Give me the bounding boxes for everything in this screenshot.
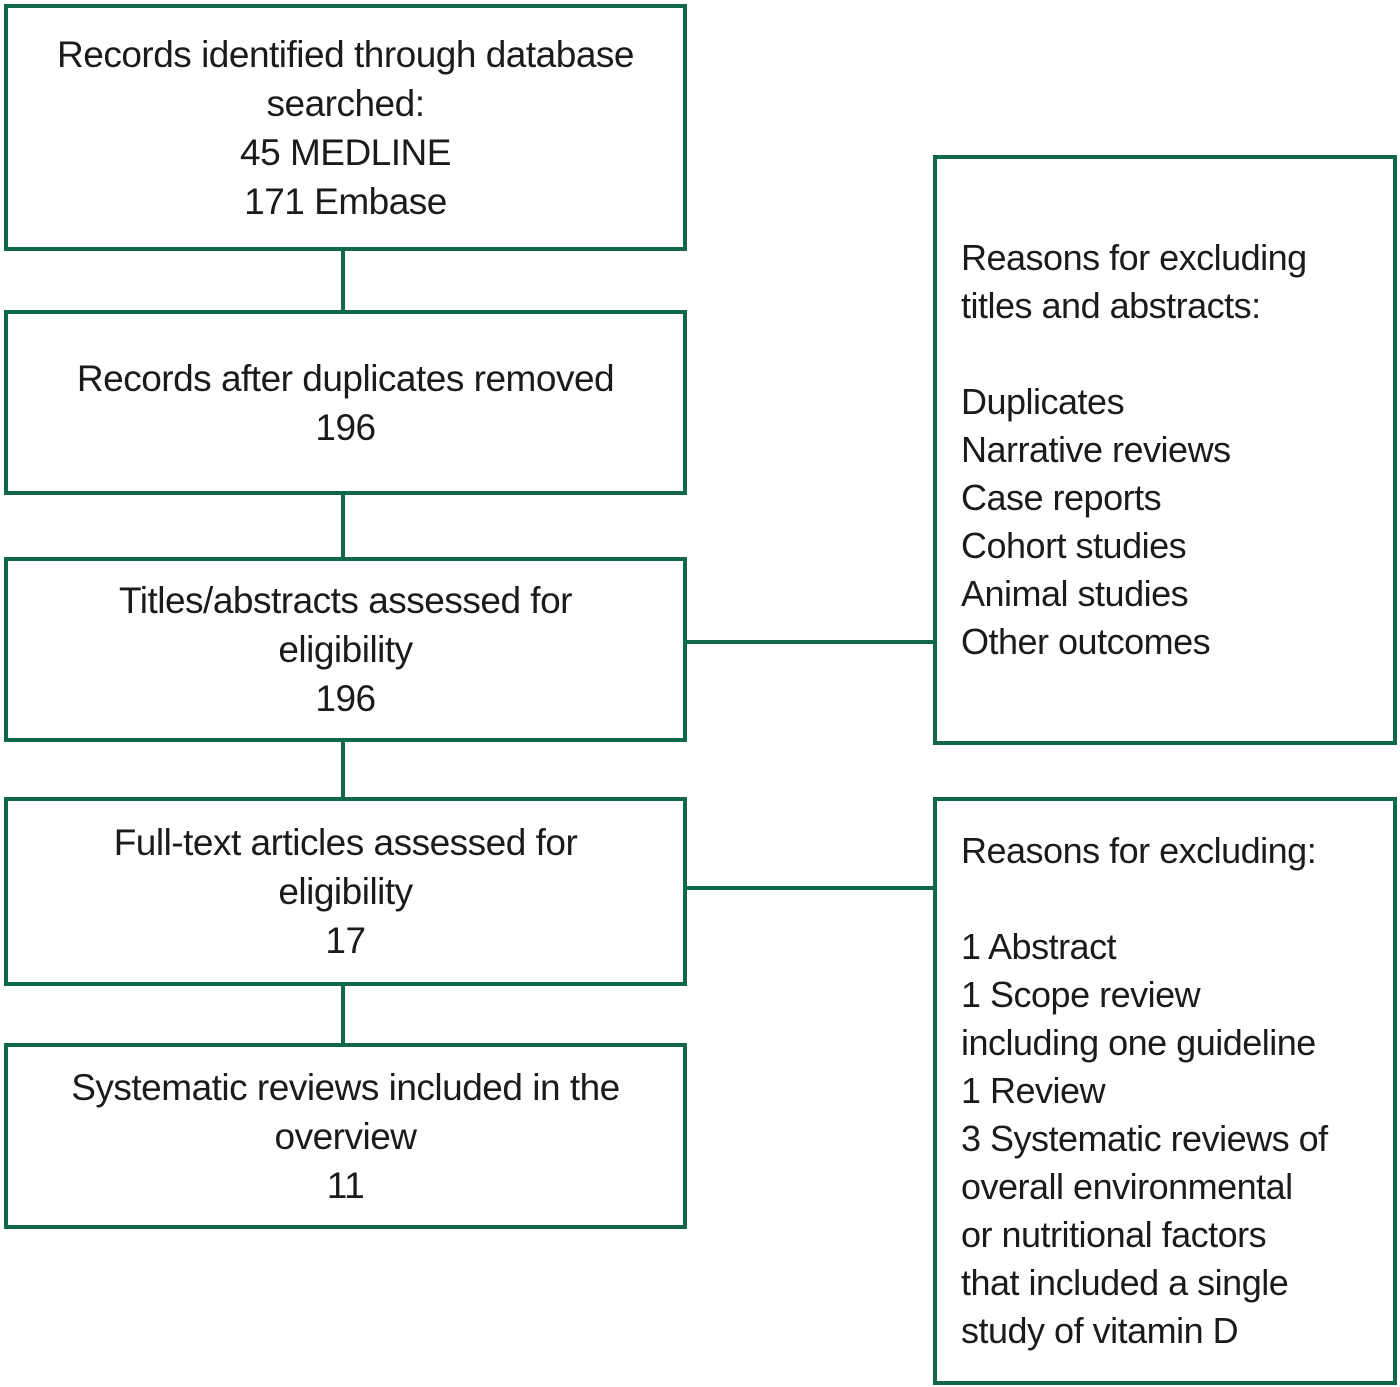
text-line: that included a single — [961, 1262, 1289, 1303]
text-line: 196 — [315, 678, 376, 719]
text-line: Titles/abstracts assessed for — [119, 580, 572, 621]
text-line: Records identified through database — [57, 33, 634, 75]
text-line: Systematic reviews included in the — [71, 1066, 620, 1108]
connector-duplicates-to-titles — [341, 495, 345, 557]
text-line: overview — [274, 1115, 418, 1157]
text-line: Duplicates — [961, 381, 1125, 422]
text-line: Narrative reviews — [961, 429, 1231, 470]
flow-box-titles-abstracts-assessed: Titles/abstracts assessed for eligibility… — [4, 557, 687, 742]
flow-box-records-identified: Records identified through database searc… — [4, 4, 687, 251]
flow-box-full-text-assessed: Full-text articles assessed for eligibili… — [4, 797, 687, 986]
text-line: titles and abstracts: — [961, 285, 1261, 326]
text-line — [961, 330, 971, 378]
flow-box-records-after-duplicates: Records after duplicates removed 196 — [4, 310, 687, 495]
flow-box-reviews-included: Systematic reviews included in the overvi… — [4, 1043, 687, 1229]
text-line: Reasons for excluding: — [961, 830, 1317, 871]
text-line: overall environmental — [961, 1166, 1293, 1207]
text-line: 1 Review — [961, 1070, 1106, 1111]
text-line: or nutritional factors — [961, 1214, 1267, 1255]
text-line: 11 — [326, 1164, 365, 1206]
text-line: eligibility — [278, 871, 413, 912]
text-line: Records after duplicates removed — [76, 357, 615, 399]
text-line: 1 Scope review — [961, 974, 1201, 1015]
reason-box-titles-abstracts: Reasons for excluding titles and abstract… — [933, 155, 1397, 745]
text-line: Case reports — [961, 477, 1162, 518]
text-line: 45 MEDLINE — [240, 131, 451, 173]
text-line: 3 Systematic reviews of — [961, 1118, 1328, 1159]
connector-identified-to-duplicates — [341, 251, 345, 310]
text-line: eligibility — [278, 629, 413, 670]
text-line: 17 — [325, 920, 366, 961]
text-line — [961, 875, 971, 923]
connector-titles-to-fulltext — [341, 742, 345, 797]
text-line: 171 Embase — [244, 180, 447, 222]
text-line: Animal studies — [961, 573, 1189, 614]
text-line: study of vitamin D — [961, 1310, 1239, 1351]
text-line: Reasons for excluding — [961, 237, 1307, 278]
reason-box-full-text: Reasons for excluding: 1 Abstract 1 Scope… — [933, 797, 1397, 1385]
text-line: Other outcomes — [961, 621, 1211, 662]
text-line: searched: — [266, 82, 426, 124]
text-line: 1 Abstract — [961, 926, 1117, 967]
connector-fulltext-to-reasons2 — [687, 886, 933, 890]
connector-titles-to-reasons1 — [687, 640, 933, 644]
connector-fulltext-to-included — [341, 986, 345, 1043]
text-line: 196 — [315, 406, 376, 448]
text-line: Full-text articles assessed for — [113, 822, 578, 863]
text-line: Cohort studies — [961, 525, 1187, 566]
text-line: including one guideline — [961, 1022, 1316, 1063]
